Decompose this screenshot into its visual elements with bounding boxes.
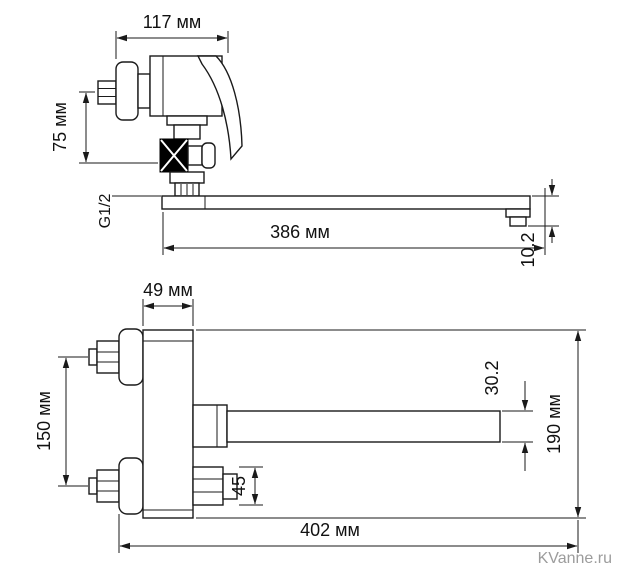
dim-front-spout-height: 30.2 (482, 360, 533, 471)
dim-label-386: 386 мм (270, 222, 330, 242)
dim-label-10-2: 10.2 (518, 232, 538, 267)
top-view (97, 55, 531, 227)
dim-label-150: 150 мм (34, 391, 54, 451)
dim-label-117: 117 мм (143, 12, 201, 32)
wall-nut (97, 80, 117, 105)
spout-connector (192, 404, 228, 448)
connector (137, 73, 151, 109)
lever-handle (196, 55, 243, 161)
lower-flange (166, 115, 208, 126)
aerator-step (505, 208, 531, 218)
dim-front-total-height: 190 мм (196, 329, 586, 519)
lower-inlet-stub (88, 477, 98, 495)
dim-front-outlet-height: 45 (229, 466, 263, 506)
shower-outlet-nut (192, 466, 224, 506)
thread-label-g12: G1/2 (97, 194, 114, 229)
escutcheon (115, 61, 139, 121)
spout-front (226, 410, 501, 443)
lower-escutcheon (118, 457, 144, 515)
dim-label-402: 402 мм (300, 520, 360, 540)
adapter (169, 171, 205, 184)
dim-front-body-width: 49 мм (142, 280, 194, 326)
lower-inlet-nut (96, 469, 120, 503)
shower-outlet-tip (222, 473, 238, 500)
dim-front-total-width: 402 мм (118, 514, 579, 553)
dim-label-30-2: 30.2 (482, 360, 502, 395)
dim-top-spout-drop: 10.2 (518, 179, 559, 268)
diverter-cross (160, 139, 188, 172)
dim-label-75: 75 мм (50, 102, 70, 152)
dim-top-body-width: 117 мм (115, 12, 229, 59)
lower-neck (173, 124, 201, 140)
dim-label-45: 45 (229, 476, 249, 496)
aerator (509, 216, 527, 227)
diverter-knob (201, 142, 216, 169)
upper-inlet-stub (88, 348, 98, 366)
dim-label-190: 190 мм (544, 394, 564, 454)
upper-escutcheon (118, 328, 144, 386)
dim-top-thread: G1/2 (97, 194, 161, 229)
dim-front-inlet-spacing: 150 мм (34, 356, 88, 487)
site-watermark: KVanne.ru (538, 550, 612, 567)
upper-inlet-nut (96, 340, 120, 374)
spout-tube (161, 195, 531, 210)
faucet-body-front (142, 329, 194, 519)
dim-label-49: 49 мм (143, 280, 193, 300)
dim-top-inlet-to-diverter: 75 мм (50, 91, 158, 164)
dim-top-spout-length: 386 мм (162, 188, 546, 255)
diverter-stem (187, 145, 203, 166)
front-view (88, 328, 501, 519)
